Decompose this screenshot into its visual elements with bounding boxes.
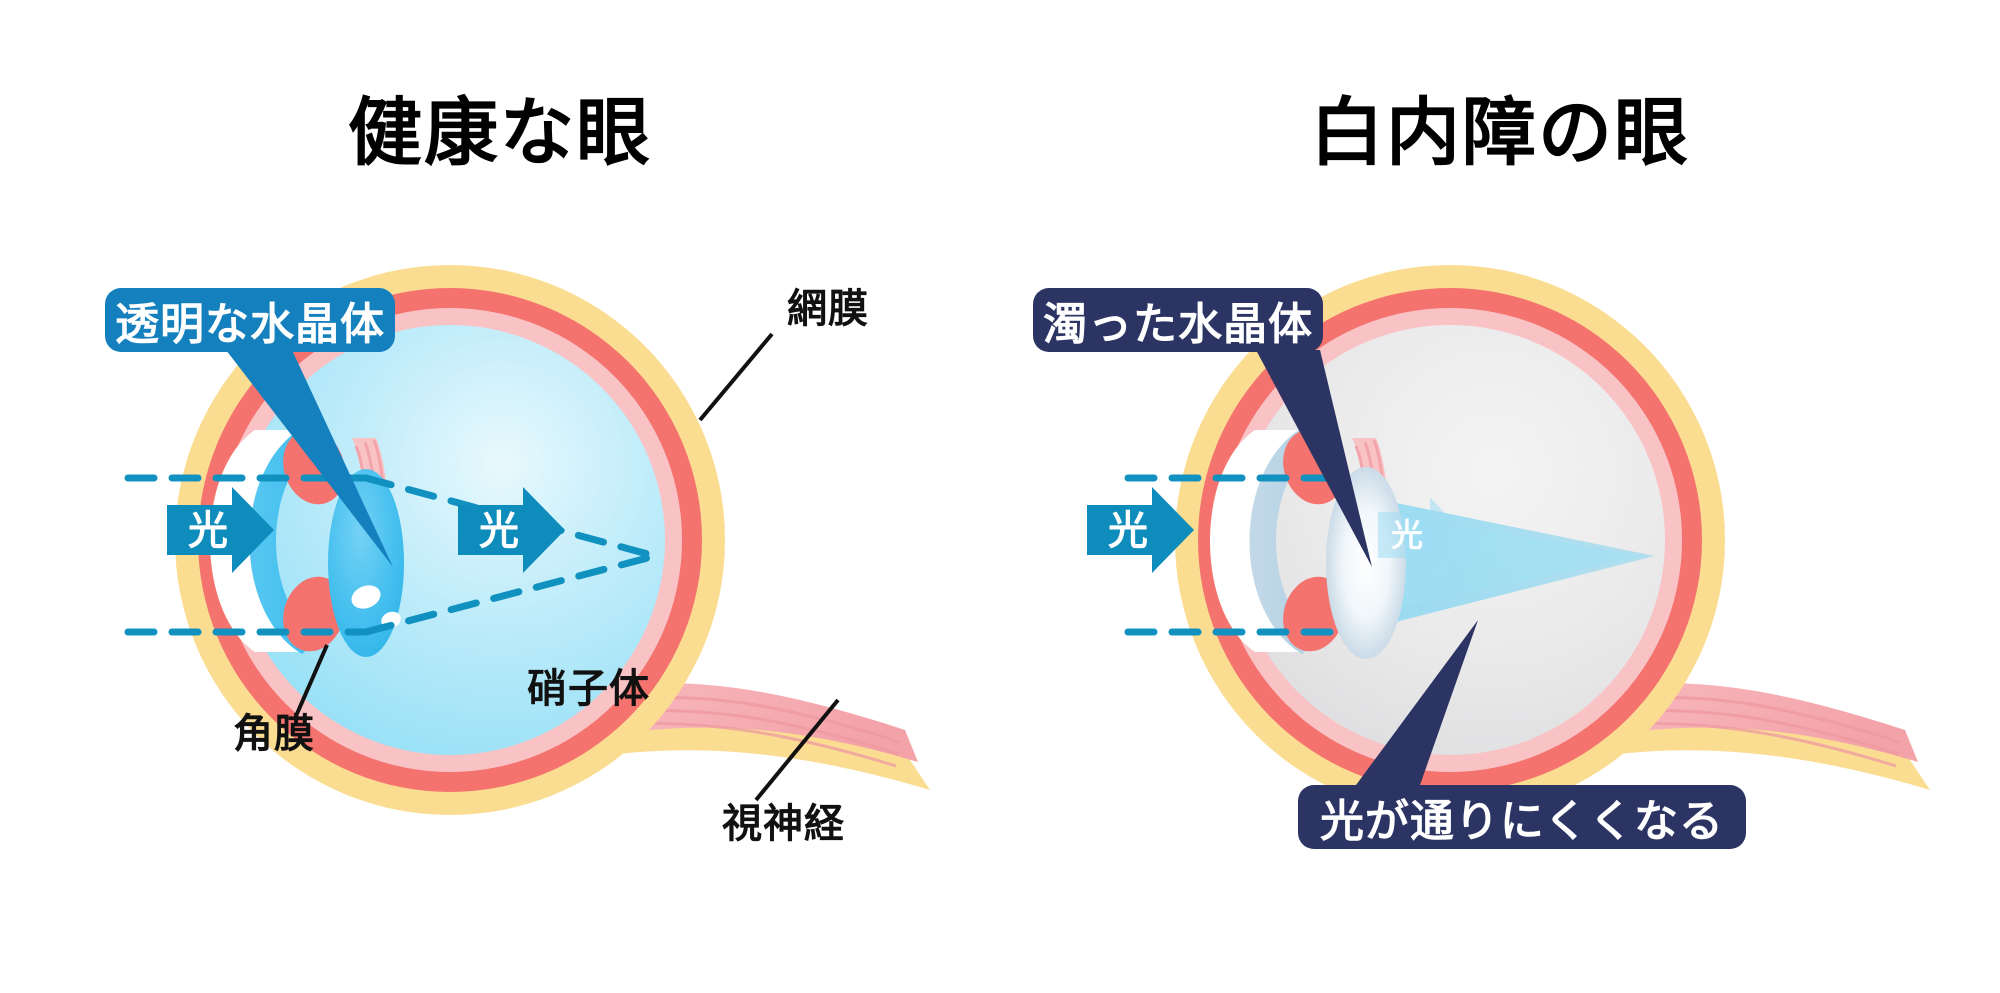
panel-healthy-eye: 健康な眼 <box>105 91 930 849</box>
light-arrow-inside <box>458 487 565 573</box>
callout-light-blocked[interactable]: 光が通りにくくなる <box>1298 785 1746 849</box>
optic-nerve-bundle <box>600 683 930 790</box>
annotation-vitreous-label: 硝子体 <box>527 667 650 711</box>
vitreous-body <box>235 325 665 755</box>
light-arrow-outside <box>167 487 274 573</box>
leader-optic-nerve <box>754 698 840 802</box>
light-arrow-outside-label: 光 <box>1108 509 1148 553</box>
callout-light-blocked-label: 光が通りにくくなる <box>1319 797 1725 846</box>
callout-pointer-cloudy-lens <box>1256 350 1372 567</box>
panel-title-cataract: 白内障の眼 <box>1310 91 1690 174</box>
callout-clear-lens[interactable]: 透明な水晶体 <box>105 288 395 352</box>
light-arrow-outside-label: 光 <box>188 509 228 553</box>
annotation-retina-label: 網膜 <box>787 287 869 331</box>
cornea <box>249 428 318 654</box>
callout-pointer-clear-lens <box>226 350 393 567</box>
annotation-optic-nerve: 視神経 <box>722 791 845 849</box>
leader-cornea <box>294 644 329 717</box>
light-arrow-outside <box>1087 487 1194 573</box>
leader-retina <box>698 332 774 422</box>
callout-cloudy-lens[interactable]: 濁った水晶体 <box>1033 288 1323 352</box>
annotation-cornea-label: 角膜 <box>233 712 315 756</box>
annotation-retina: 網膜 <box>787 276 869 334</box>
healthy-eye-illustration <box>124 265 930 815</box>
callout-clear-lens-label: 透明な水晶体 <box>115 300 385 349</box>
callout-cloudy-lens-label: 濁った水晶体 <box>1043 300 1313 349</box>
ray-bottom-converging <box>362 552 659 636</box>
lens-highlight-large <box>351 585 381 609</box>
annotation-vitreous: 硝子体 <box>527 656 650 714</box>
callout-pointer-light-blocked <box>1356 620 1478 785</box>
panel-title-healthy: 健康な眼 <box>348 91 652 174</box>
panel-cataract-eye: 白内障の眼 <box>1000 0 2000 993</box>
annotation-optic-nerve-label: 視神経 <box>722 802 845 846</box>
crystalline-lens <box>328 469 404 657</box>
annotation-cornea: 角膜 <box>233 701 315 759</box>
light-arrow-inside-faded <box>1378 497 1465 573</box>
light-arrow-inside-label: 光 <box>479 509 519 553</box>
cataract-eye-illustration <box>1087 265 1930 815</box>
cornea <box>1249 428 1318 654</box>
light-arrow-inside-label: 光 <box>1390 517 1423 553</box>
light-rays-dashed <box>1124 474 1334 636</box>
